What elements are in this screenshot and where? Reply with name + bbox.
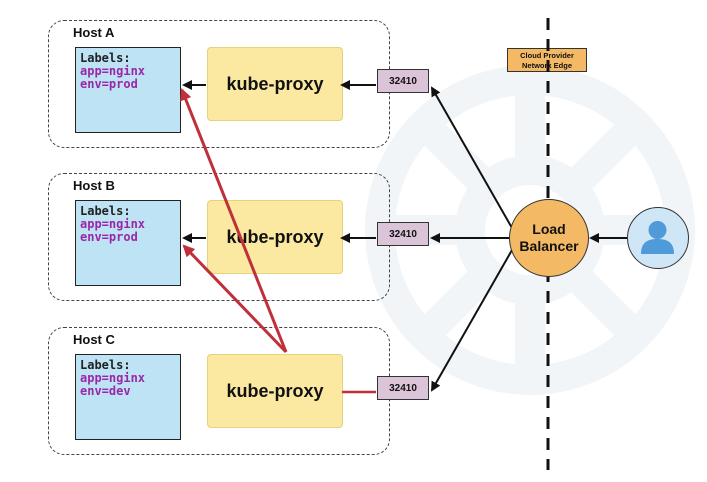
host-c: Host C Labels: app=nginx env=dev kube-pr… xyxy=(48,327,429,455)
host-b: Host B Labels: app=nginx env=prod kube-p… xyxy=(48,173,429,301)
app-label: app=nginx xyxy=(80,217,146,231)
edge-label-line1: Cloud Provider xyxy=(520,51,574,60)
labels-heading: Labels: xyxy=(80,204,131,218)
env-label: env=prod xyxy=(80,77,138,91)
host-title: Host B xyxy=(73,178,115,193)
load-balancer: Load Balancer xyxy=(509,199,589,277)
host-title: Host C xyxy=(73,332,115,347)
host-a: Host A Labels: app=nginx env=prod kube-p… xyxy=(48,20,429,148)
pod-labels-box: Labels: app=nginx env=prod xyxy=(75,200,181,286)
route-arrow-to-pod-b xyxy=(182,244,288,354)
user-icon xyxy=(627,207,689,269)
env-label: env=dev xyxy=(80,384,131,398)
labels-heading: Labels: xyxy=(80,358,131,372)
lb-to-port-a xyxy=(431,86,513,229)
kube-proxy-box: kube-proxy xyxy=(207,47,343,121)
load-balancer-line1: Load xyxy=(532,221,566,237)
lb-to-port-c xyxy=(431,249,513,392)
kube-proxy-box: kube-proxy xyxy=(207,354,343,428)
route-arrow-to-pod-a xyxy=(180,88,288,353)
node-port: 32410 xyxy=(377,222,429,246)
app-label: app=nginx xyxy=(80,64,146,78)
app-label: app=nginx xyxy=(80,371,146,385)
node-port: 32410 xyxy=(377,376,429,400)
host-title: Host A xyxy=(73,25,115,40)
pod-labels-box: Labels: app=nginx env=dev xyxy=(75,354,181,440)
pod-labels-box: Labels: app=nginx env=prod xyxy=(75,47,181,133)
labels-heading: Labels: xyxy=(80,51,131,65)
load-balancer-line2: Balancer xyxy=(519,238,579,254)
user-silhouette-icon xyxy=(641,221,674,254)
node-port: 32410 xyxy=(377,69,429,93)
env-label: env=prod xyxy=(80,230,138,244)
